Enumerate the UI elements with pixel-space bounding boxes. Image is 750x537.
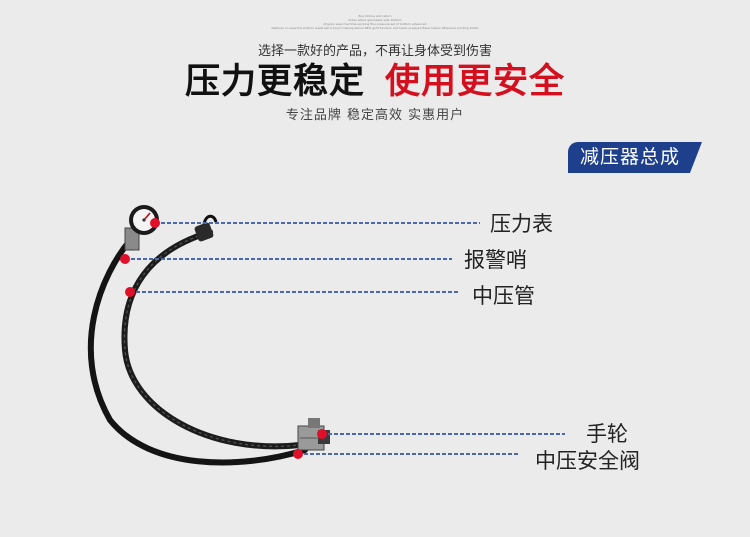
fine-print: Buy Online and return Video about gasmas…	[0, 14, 750, 30]
handwheel-valve-icon	[297, 418, 330, 451]
label-pressure-gauge: 压力表	[490, 212, 553, 236]
section-badge: 减压器总成	[568, 142, 702, 173]
headline-part-stable: 压力更稳定	[184, 62, 365, 102]
hose-outer	[87, 235, 308, 466]
fine-print-line: physics view machine working this pressu…	[323, 22, 427, 26]
hose-highlight	[123, 231, 301, 447]
callout-dot-valve	[293, 449, 303, 459]
callout-dot-gauge	[150, 218, 160, 228]
subtitle: 专注品牌 稳定高效 实惠用户	[285, 108, 465, 123]
callout-dot-hose	[125, 287, 135, 297]
hose-inner	[121, 229, 303, 450]
label-medium-pressure-hose: 中压管	[472, 284, 535, 308]
pressure-gauge-icon	[124, 205, 159, 251]
fine-print-line: Buy Online and return	[358, 14, 392, 18]
tagline: 选择一款好的产品，不再让身体受到伤害	[257, 44, 492, 59]
label-safety-valve: 中压安全阀	[535, 449, 640, 473]
fine-print-line: features on view the bottom leads sell A…	[271, 26, 479, 30]
fine-print-line: Video about gasmaske safe bottom	[348, 18, 402, 22]
label-alarm-whistle: 报警哨	[464, 248, 527, 272]
headline: 压力更稳定使用更安全	[0, 60, 750, 104]
headline-part-safe: 使用更安全	[385, 62, 566, 102]
whistle-icon	[194, 214, 218, 242]
callout-dot-whistle	[120, 254, 130, 264]
callout-dot-handwheel	[317, 429, 327, 439]
label-hand-wheel: 手轮	[586, 422, 628, 446]
